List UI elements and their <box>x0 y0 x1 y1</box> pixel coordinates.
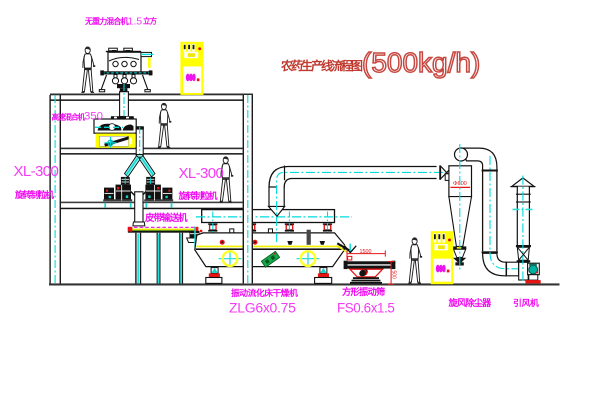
svg-text:引风机: 引风机 <box>513 297 539 308</box>
svg-text:500: 500 <box>391 271 397 280</box>
svg-text:方形振动筛: 方形振动筛 <box>342 286 385 297</box>
svg-text:1500: 1500 <box>360 249 372 255</box>
svg-text:旋转制粒机: 旋转制粒机 <box>14 189 54 200</box>
svg-text:XL-300: XL-300 <box>179 165 224 182</box>
svg-text:FS0.6x1.5: FS0.6x1.5 <box>337 301 394 316</box>
svg-text:XL-300: XL-300 <box>14 163 59 180</box>
svg-text:旋转制粒机: 旋转制粒机 <box>178 190 218 201</box>
svg-text:振动流化床干燥机: 振动流化床干燥机 <box>231 287 298 298</box>
svg-text:1.5: 1.5 <box>128 16 143 28</box>
svg-text:农药生产线流程图: 农药生产线流程图 <box>280 58 363 73</box>
svg-text:旋风除尘器: 旋风除尘器 <box>448 297 493 308</box>
svg-text:皮带输送机: 皮带输送机 <box>144 212 188 223</box>
svg-text:立方: 立方 <box>143 17 158 26</box>
svg-text:(500kg/h): (500kg/h) <box>362 47 480 78</box>
svg-text:350: 350 <box>84 111 103 123</box>
svg-text:高速混合机: 高速混合机 <box>52 112 86 122</box>
svg-text:无重力混合机: 无重力混合机 <box>84 16 128 26</box>
svg-text:ZLG6x0.75: ZLG6x0.75 <box>229 300 296 316</box>
